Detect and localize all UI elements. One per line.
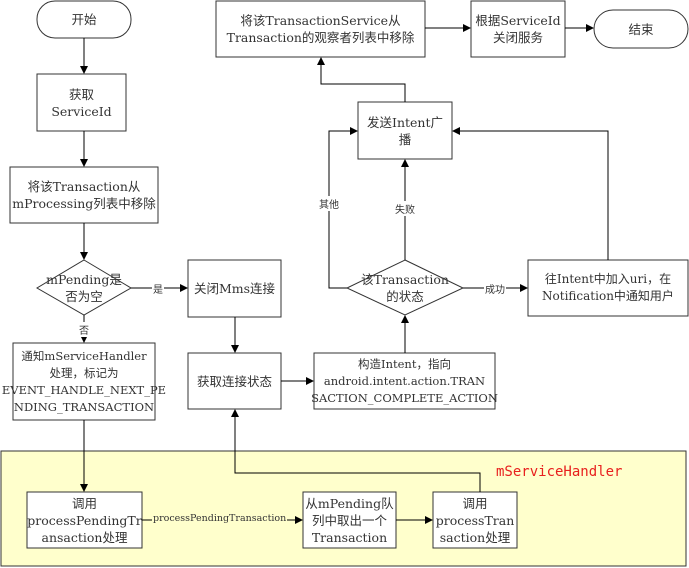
transaction-state-label: 该Transaction 的状态	[361, 272, 449, 304]
call-process-pending-label: 调用 processPendingTr ansaction处理	[27, 495, 142, 545]
get-conn-state-box	[187, 352, 282, 410]
edge-label-yes: 是	[152, 281, 164, 296]
pending-empty-label: mPending是 否为空	[46, 272, 122, 304]
add-uri-notify-box	[527, 259, 689, 317]
take-from-pending-label: 从mPending队 列中取出一个 Transaction	[305, 495, 394, 545]
close-mms-box	[187, 259, 282, 318]
remove-from-processing-label: 将该Transaction从 mProcessing列表中移除	[12, 179, 156, 211]
build-intent-box	[313, 352, 496, 410]
add-uri-notify-label: 往Intent中加入uri，在 Notification中通知用户	[542, 272, 674, 303]
take-from-pending-box	[302, 491, 397, 549]
call-process-pending-box	[26, 491, 143, 549]
edge-label-no: 否	[78, 322, 90, 337]
call-process-transaction-box	[432, 491, 518, 549]
get-conn-state-label: 获取连接状态	[196, 373, 272, 389]
call-process-transaction-label: 调用 processTran saction处理	[435, 495, 515, 545]
get-service-id-label: 获取ServiceId	[51, 86, 112, 119]
edge-label-other: 其他	[318, 196, 340, 211]
close-service-box	[470, 0, 566, 58]
get-service-id-box	[36, 73, 127, 132]
start-label: 开始	[71, 12, 97, 27]
edge-label-process-pending-transaction: processPendingTransaction	[152, 513, 288, 524]
edge-label-failure: 失败	[394, 201, 416, 216]
close-mms-label: 关闭Mms连接	[193, 281, 276, 296]
edge-process-transaction-to-state	[231, 409, 481, 492]
end-terminator	[593, 9, 689, 49]
edge-notify-to-broadcast	[452, 127, 609, 260]
group-title: mServiceHandler	[496, 464, 623, 480]
close-service-label: 根据ServiceId 关闭服务	[475, 13, 561, 45]
remove-observer-label: 将该TransactionService从 Transaction的观察者列表中…	[226, 13, 415, 45]
remove-from-processing-box	[9, 166, 159, 224]
edge-label-success: 成功	[484, 281, 506, 296]
remove-observer-box	[215, 0, 426, 58]
build-intent-label: 构造Intent，指向 android.intent.action.TRAN S…	[311, 356, 498, 405]
edge-broadcast-to-remove-observer	[317, 57, 406, 102]
notify-handler-label: 通知mServiceHandler 处理，标记为 EVENT_HANDLE_NE…	[1, 348, 167, 414]
end-label: 结束	[628, 21, 654, 37]
notify-handler-box	[12, 342, 156, 421]
send-broadcast-label: 发送Intent广 播	[367, 114, 443, 147]
